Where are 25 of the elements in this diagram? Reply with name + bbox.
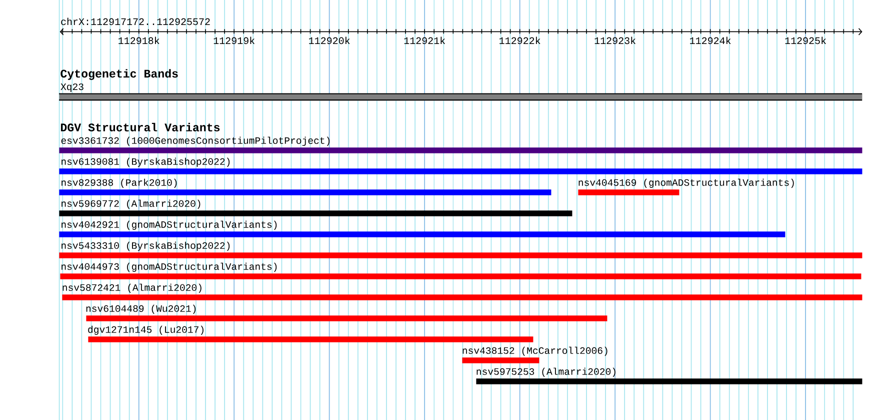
- variant-label: nsv6104489 (Wu2021): [86, 304, 196, 314]
- variant-label: nsv5975253 (Almarri2020): [476, 368, 616, 377]
- tick-label: 112924k: [690, 36, 731, 44]
- track-title: DGV Structural Variants: [60, 122, 220, 132]
- band-label: Xq23: [60, 83, 84, 92]
- tick-label: 112920k: [309, 36, 350, 44]
- variant-label: nsv5872421 (Almarri2020): [62, 284, 202, 293]
- track-title: Cytogenetic Bands: [60, 69, 178, 80]
- variant-label: nsv438152 (McCarroll2006): [462, 346, 608, 356]
- tick-label: 112921k: [404, 36, 446, 44]
- tick-label: 112925k: [785, 36, 826, 44]
- location-label: chrX:112917172..112925572: [61, 18, 210, 26]
- tick-label: 112923k: [594, 36, 636, 44]
- variant-label: nsv5433310 (ByrskaBishop2022): [62, 242, 230, 251]
- variant-label: nsv4044973 (gnomADStructuralVariants): [62, 262, 277, 272]
- tick-label: 112922k: [500, 36, 540, 44]
- variant-label: nsv829388 (Park2010): [62, 178, 177, 188]
- tick-label: 112919k: [214, 36, 255, 44]
- variant-label: nsv4045169 (gnomADStructuralVariants): [578, 178, 794, 188]
- variant-label: esv3361732 (1000GenomesConsortiumPilotProject): [61, 136, 330, 146]
- variant-label: nsv4042921 (gnomADStructuralVariants): [62, 220, 277, 230]
- tick-label: 112918k: [118, 36, 160, 44]
- variant-label: dgv1271n145 (Lu2017): [88, 326, 204, 335]
- variant-label: nsv5969772 (Almarri2020): [62, 200, 200, 209]
- variant-label: nsv6139081 (ByrskaBishop2022): [62, 158, 230, 167]
